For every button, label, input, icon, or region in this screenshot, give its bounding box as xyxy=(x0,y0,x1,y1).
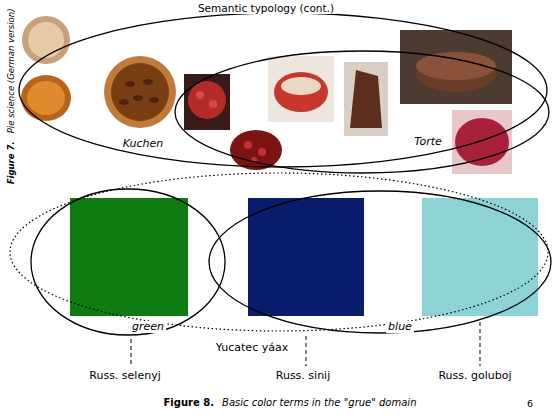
ellipse-outline xyxy=(208,190,552,334)
pecan xyxy=(143,79,153,85)
color-chip xyxy=(248,198,364,316)
pie-photo xyxy=(21,75,71,121)
ellipse-outline xyxy=(30,188,226,336)
pie-crust xyxy=(104,56,176,128)
ellipse-outline xyxy=(19,13,547,167)
set-label: Kuchen xyxy=(121,138,166,151)
ellipse-outline xyxy=(9,172,549,332)
pie-photo xyxy=(104,56,176,128)
ellipse-outline xyxy=(18,12,548,168)
pie-crust xyxy=(21,75,71,121)
figure-number: Figure 7. xyxy=(6,139,16,186)
pie-filling xyxy=(27,81,65,115)
ellipse-outline xyxy=(175,51,549,173)
figure-title: Pie science (German version) xyxy=(6,6,16,135)
cream xyxy=(281,77,321,95)
set-ellipse: blue xyxy=(208,190,552,334)
photo-ground xyxy=(184,74,230,130)
set-ellipse: Torte xyxy=(174,50,550,174)
set-ellipse: green xyxy=(30,188,226,336)
leader-line xyxy=(480,322,481,366)
photo-ground xyxy=(400,30,512,104)
set-ellipse: Yucatec yáaxgreenblue xyxy=(9,172,549,332)
set-ellipse: Kuchen Torte xyxy=(18,12,548,168)
tart xyxy=(230,130,282,170)
berry xyxy=(209,100,217,108)
pie-filling xyxy=(111,63,169,121)
set-label: Torte xyxy=(412,136,444,149)
pie-top xyxy=(28,22,64,58)
pecan xyxy=(125,81,135,87)
page-number: 6 xyxy=(525,399,535,410)
tart xyxy=(188,81,226,119)
cake-photo xyxy=(400,30,512,104)
ellipse-outline xyxy=(31,189,225,335)
cake-slice xyxy=(350,70,382,128)
photo-ground xyxy=(268,56,334,122)
berry xyxy=(196,91,204,99)
photo-ground xyxy=(344,62,388,136)
figure-number: Figure 8. xyxy=(162,397,217,409)
ellipse-outline xyxy=(174,50,550,174)
cake-photo xyxy=(184,74,230,130)
term-label: Russ. goluboj xyxy=(436,370,513,383)
term-label: Russ. sinij xyxy=(274,370,332,383)
cake xyxy=(274,72,328,112)
set-label: blue xyxy=(386,321,414,334)
color-chip xyxy=(70,198,188,316)
figure-caption: Basic color terms in the "grue" domain xyxy=(220,397,418,409)
slide-title: Semantic typology (cont.) xyxy=(196,2,336,14)
ellipse-outline xyxy=(209,191,551,333)
cake-photo xyxy=(344,62,388,136)
leader-line xyxy=(306,336,307,366)
term-label: Russ. selenyj xyxy=(87,370,162,383)
set-label: Yucatec yáax xyxy=(214,342,290,355)
set-label: green xyxy=(130,321,166,334)
ellipse-outline xyxy=(10,173,548,331)
cake-photo xyxy=(268,56,334,122)
color-chip xyxy=(422,198,538,316)
berry xyxy=(244,141,252,149)
leader-line xyxy=(131,339,132,366)
berry xyxy=(258,148,266,156)
pecan xyxy=(133,95,143,101)
pecan xyxy=(119,99,129,105)
cake-photo xyxy=(230,130,282,170)
pecan xyxy=(149,97,159,103)
